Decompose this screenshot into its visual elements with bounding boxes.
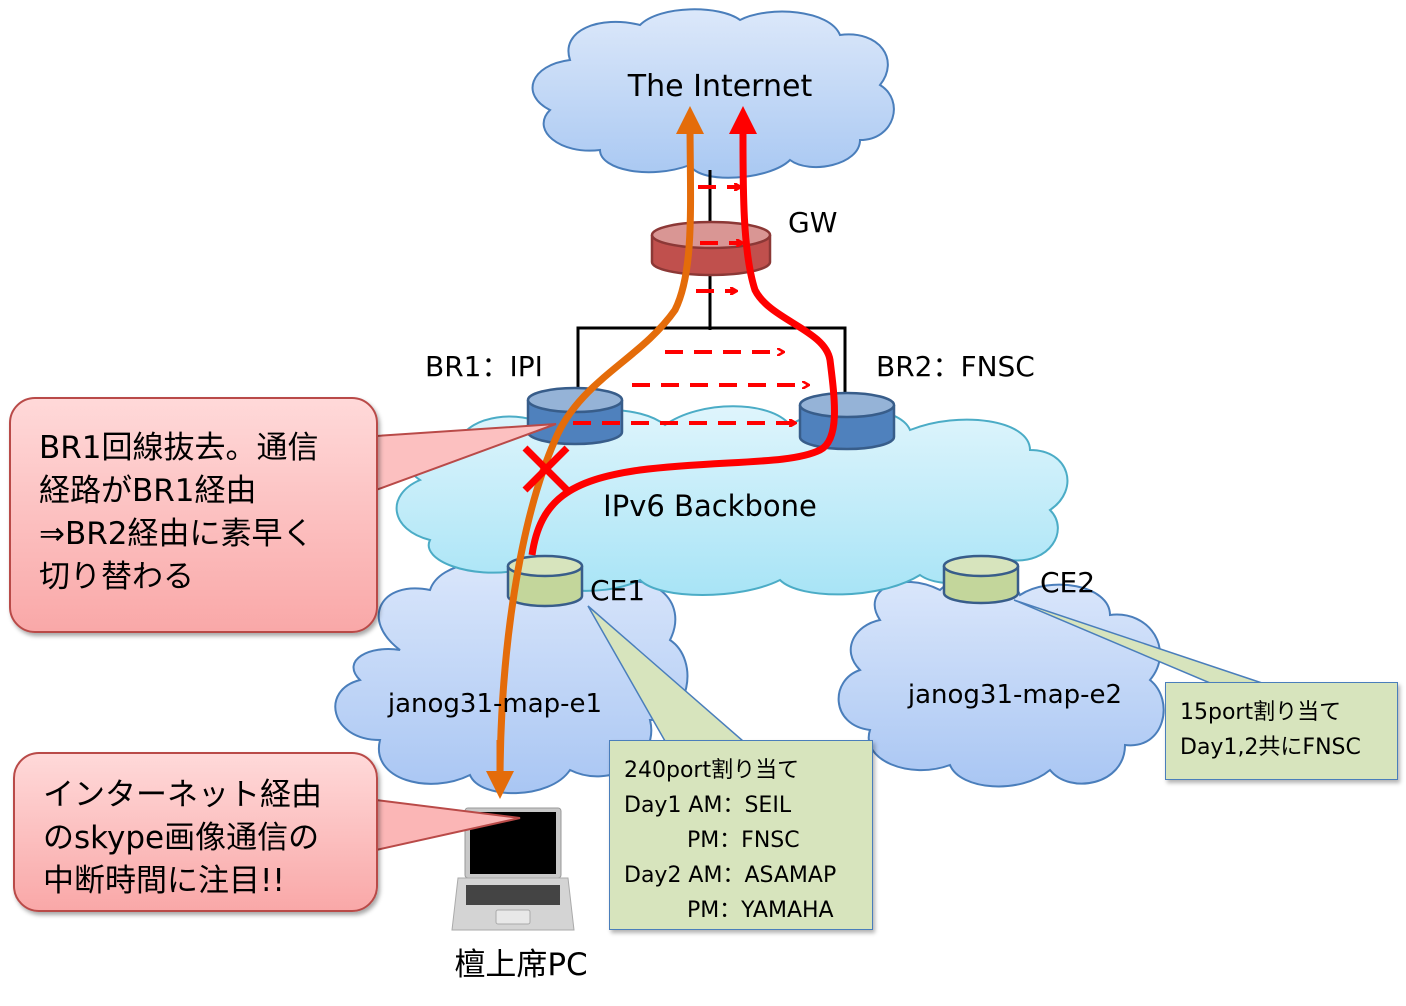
laptop-icon bbox=[451, 807, 575, 931]
backbone-label: IPv6 Backbone bbox=[603, 489, 817, 523]
br2-label: BR2：FNSC bbox=[876, 350, 1035, 383]
ce1-router bbox=[506, 554, 584, 608]
br1-label: BR1：IPI bbox=[425, 350, 543, 383]
ce1-info-line: Day2 AM：ASAMAP bbox=[624, 863, 837, 888]
ce1-info-line: Day1 AM：SEIL bbox=[624, 793, 792, 818]
cut-mark-icon bbox=[522, 445, 570, 493]
callout-watch: インターネット経由 のskype画像通信の 中断時間に注目!! bbox=[13, 752, 378, 912]
ce1-info-line: PM：YAMAHA bbox=[624, 898, 834, 923]
ce1-label: CE1 bbox=[590, 574, 645, 607]
callout-failover-line: 切り替わる bbox=[39, 559, 194, 595]
callout-ce2-info: 15port割り当て Day1,2共にFNSC bbox=[1165, 682, 1398, 780]
ce1-info-line: PM：FNSC bbox=[624, 828, 800, 853]
site2-label: janog31-map-e2 bbox=[907, 680, 1122, 710]
internet-cloud bbox=[531, 8, 895, 179]
callout-watch-line: インターネット経由 bbox=[43, 777, 322, 813]
ce2-router bbox=[942, 554, 1020, 605]
callout-failover-line: BR1回線抜去。通信 bbox=[39, 430, 319, 466]
gw-label: GW bbox=[788, 206, 837, 239]
ce2-label: CE2 bbox=[1040, 566, 1095, 599]
pc-label: 檀上席PC bbox=[454, 947, 587, 983]
ce1-info-line: 240port割り当て bbox=[624, 758, 800, 783]
br1-router bbox=[526, 386, 624, 446]
callout-ce1-info: 240port割り当て Day1 AM：SEIL PM：FNSC Day2 AM… bbox=[609, 740, 873, 930]
callout-failover-line: 経路がBR1経由 bbox=[39, 473, 257, 509]
internet-label: The Internet bbox=[627, 69, 813, 104]
callout-watch-line: 中断時間に注目!! bbox=[43, 863, 285, 899]
old-path-orange bbox=[496, 106, 705, 786]
site1-label: janog31-map-e1 bbox=[387, 689, 602, 719]
br2-router bbox=[798, 391, 896, 451]
ce2-info-line: Day1,2共にFNSC bbox=[1180, 735, 1361, 760]
failover-arrows bbox=[573, 187, 808, 423]
ce2-info-line: 15port割り当て bbox=[1180, 700, 1342, 725]
callout-watch-line: のskype画像通信の bbox=[43, 820, 320, 856]
new-path-red bbox=[528, 106, 838, 556]
callout-failover: BR1回線抜去。通信 経路がBR1経由 ⇒BR2経由に素早く 切り替わる bbox=[9, 397, 378, 633]
callout-failover-line: ⇒BR2経由に素早く bbox=[39, 516, 314, 552]
